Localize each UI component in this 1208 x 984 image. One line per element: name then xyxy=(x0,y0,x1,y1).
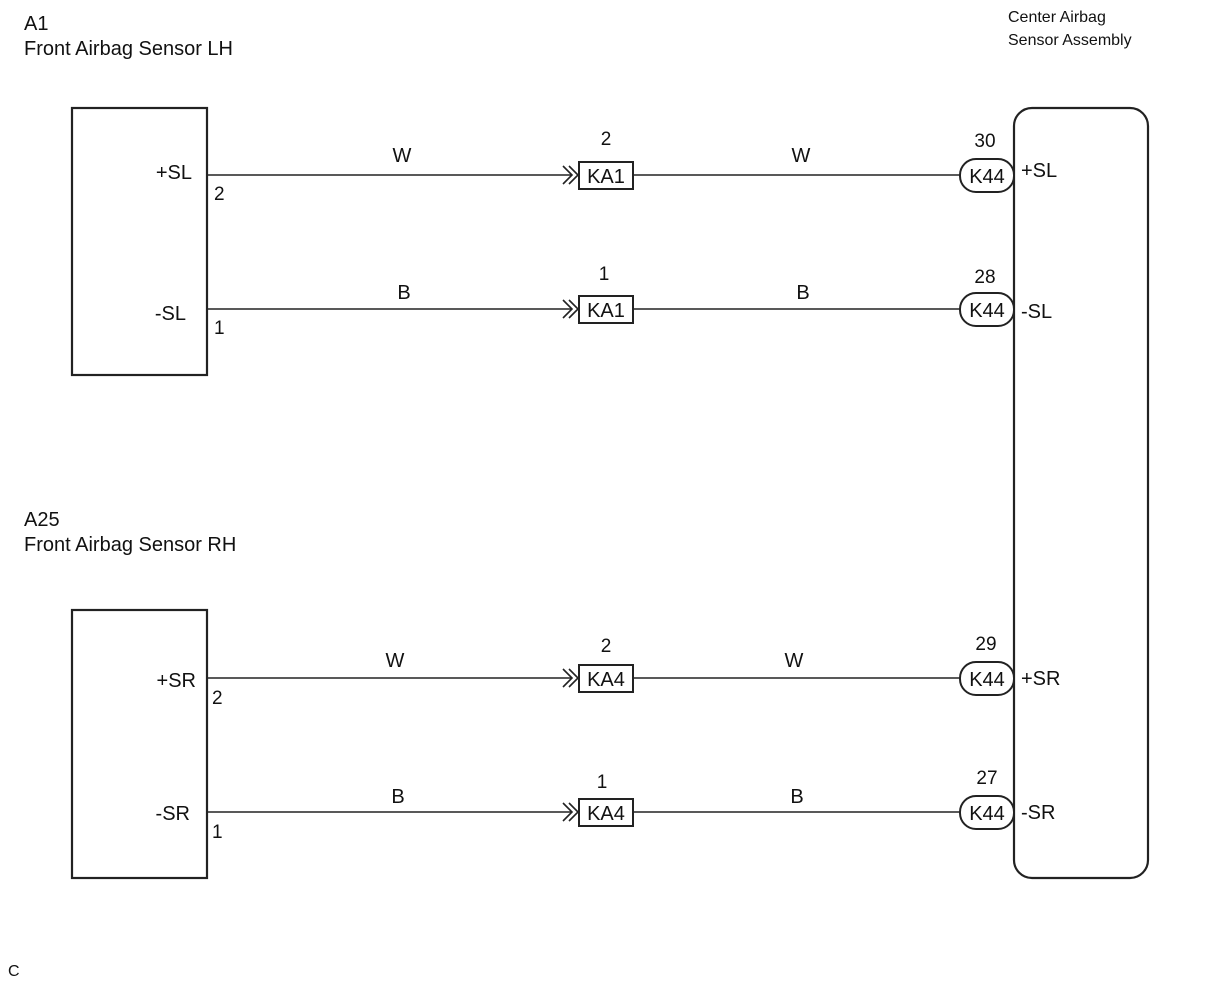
footer-code: C xyxy=(8,963,20,980)
junction-pin-number: 2 xyxy=(601,636,612,657)
center-assembly-name-line1: Center Airbag xyxy=(1008,9,1106,26)
wire-minus-sr: B 1 KA4 B 27 K44 -SR xyxy=(207,768,1055,830)
wire-plus-sr: W 2 KA4 W 29 K44 +SR xyxy=(207,634,1060,696)
center-assembly-name-line2: Sensor Assembly xyxy=(1008,32,1132,49)
center-connector-oval xyxy=(959,158,1015,193)
rh-pin-label-plus: +SR xyxy=(157,670,196,692)
center-connector-label: K44 xyxy=(969,300,1005,322)
junction-connector-label: KA1 xyxy=(587,300,625,322)
rh-pin-label-minus: -SR xyxy=(156,803,190,825)
lh-sensor-box xyxy=(70,106,209,377)
junction-pin-number: 2 xyxy=(601,129,612,150)
junction-connector-label: KA4 xyxy=(587,803,625,825)
lh-pin-label-minus: -SL xyxy=(155,303,186,325)
center-assembly-box xyxy=(1012,106,1150,880)
lh-sensor-name: Front Airbag Sensor LH xyxy=(24,38,233,60)
center-connector-oval xyxy=(959,661,1015,696)
center-connector-label: K44 xyxy=(969,803,1005,825)
rh-pin-number-minus: 1 xyxy=(212,822,223,843)
lh-pin-number-minus: 1 xyxy=(214,318,225,339)
center-connector-oval xyxy=(959,795,1015,830)
lh-pin-number-plus: 2 xyxy=(214,184,225,205)
connector-pin-number: 30 xyxy=(974,131,995,152)
junction-connector-label: KA4 xyxy=(587,669,625,691)
junction-connector-label: KA1 xyxy=(587,166,625,188)
rh-sensor-name: Front Airbag Sensor RH xyxy=(24,534,236,556)
center-terminal-label: -SR xyxy=(1021,802,1055,824)
connector-pin-number: 29 xyxy=(975,634,996,655)
junction-connector-box xyxy=(578,798,634,827)
wire-color-right: W xyxy=(792,145,811,167)
rh-sensor-code: A25 xyxy=(24,509,60,531)
center-terminal-label: +SR xyxy=(1021,668,1060,690)
lh-sensor-code: A1 xyxy=(24,13,48,35)
connector-pin-number: 28 xyxy=(974,267,995,288)
wire-color-right: B xyxy=(796,282,809,304)
center-terminal-label: -SL xyxy=(1021,301,1052,323)
center-connector-label: K44 xyxy=(969,166,1005,188)
wire-plus-sl: W 2 KA1 W 30 K44 +SL xyxy=(207,129,1057,193)
center-terminal-label: +SL xyxy=(1021,160,1057,182)
center-connector-label: K44 xyxy=(969,669,1005,691)
junction-connector-box xyxy=(578,295,634,324)
wire-color-left: B xyxy=(391,786,404,808)
wire-minus-sl: B 1 KA1 B 28 K44 -SL xyxy=(207,264,1052,327)
wire-color-left: W xyxy=(386,650,405,672)
rh-sensor-box xyxy=(70,608,209,880)
wire-color-left: W xyxy=(393,145,412,167)
junction-pin-number: 1 xyxy=(597,772,608,793)
junction-pin-number: 1 xyxy=(599,264,610,285)
wire-color-right: B xyxy=(790,786,803,808)
rh-pin-number-plus: 2 xyxy=(212,688,223,709)
connector-pin-number: 27 xyxy=(976,768,997,789)
lh-pin-label-plus: +SL xyxy=(156,162,192,184)
wire-color-left: B xyxy=(397,282,410,304)
junction-connector-box xyxy=(578,161,634,190)
center-connector-oval xyxy=(959,292,1015,327)
wire-color-right: W xyxy=(785,650,804,672)
junction-connector-box xyxy=(578,664,634,693)
